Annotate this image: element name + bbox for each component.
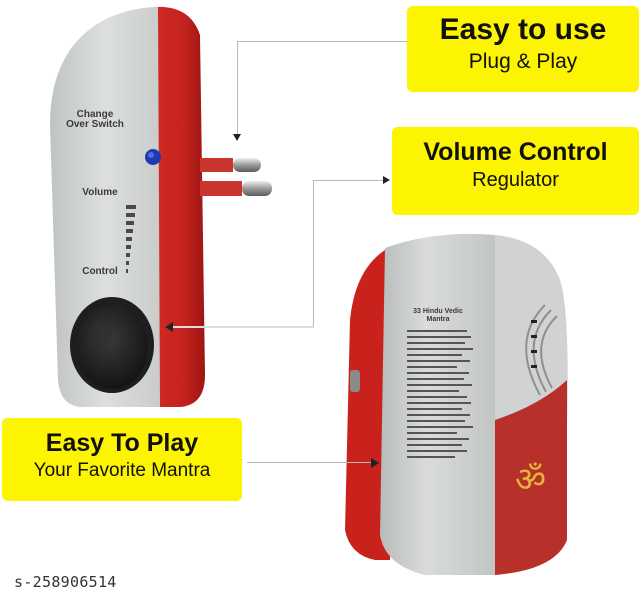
arrow-down-icon — [233, 134, 241, 141]
callout-easy-to-use: Easy to use Plug & Play — [407, 6, 639, 92]
volume-label: Volume — [82, 187, 118, 198]
connector-line-play — [247, 462, 372, 463]
callout-title: Easy To Play — [45, 429, 199, 457]
callout-subtitle: Your Favorite Mantra — [33, 460, 211, 482]
plug-pins — [200, 155, 280, 215]
connector-line-volume-vertical — [313, 180, 314, 326]
arrow-left-icon — [165, 322, 173, 332]
product-sku: s-258906514 — [14, 573, 117, 591]
plug-in-mantra-player-front: Change Over Switch Volume Control — [40, 5, 240, 410]
arrow-right-icon — [383, 176, 390, 184]
device-side-illustration — [345, 233, 568, 576]
connector-line-volume-bottom — [172, 326, 314, 328]
device-front-illustration — [50, 6, 205, 407]
callout-easy-to-play: Easy To Play Your Favorite Mantra — [2, 418, 242, 501]
callout-volume-control: Volume Control Regulator — [392, 127, 639, 215]
change-over-switch-label: Change Over Switch — [66, 109, 124, 130]
callout-subtitle: Plug & Play — [468, 49, 578, 73]
plug-in-mantra-player-side: 33 Hindu Vedic Mantra ॐ — [345, 230, 585, 576]
control-label: Control — [82, 266, 118, 277]
connector-line-plug-vertical — [237, 41, 238, 136]
pins-illustration — [200, 158, 272, 196]
callout-title: Volume Control — [423, 138, 608, 166]
om-symbol-icon: ॐ — [515, 461, 547, 499]
connector-line-volume — [313, 180, 383, 181]
arrow-right-icon — [371, 458, 379, 468]
callout-subtitle: Regulator — [472, 169, 559, 192]
callout-title: Easy to use — [439, 13, 607, 46]
connector-line-plug — [237, 41, 407, 42]
mantra-panel-title: 33 Hindu Vedic Mantra — [413, 308, 463, 323]
